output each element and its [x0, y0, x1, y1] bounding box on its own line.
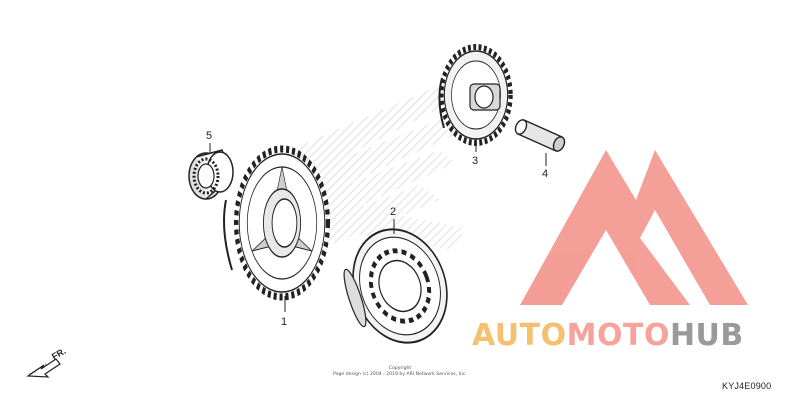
- callout-3: 3: [472, 155, 478, 167]
- watermark-part-2: MOTO: [566, 318, 670, 353]
- watermark-brand-text: AUTOMOTOHUB: [472, 318, 744, 353]
- callout-1: 1: [281, 316, 287, 328]
- copyright-notice: Copyright Page design (c) 2004 - 2019 by…: [300, 366, 500, 378]
- part-1-starter-driven-gear: [223, 145, 331, 301]
- leader-lines: [209, 138, 547, 312]
- watermark-triangle-logo: [520, 150, 748, 305]
- front-direction-label: FR.: [50, 346, 68, 362]
- background-wing-logo: [290, 85, 465, 250]
- part-4-idle-gear-shaft: [514, 119, 566, 152]
- part-5-needle-bearing: [188, 149, 234, 200]
- callout-5: 5: [206, 130, 212, 142]
- watermark-part-3: HUB: [669, 318, 744, 353]
- copyright-line-1: Copyright: [388, 366, 412, 371]
- copyright-line-2: Page design (c) 2004 - 2019 by ARI Netwo…: [333, 372, 467, 377]
- part-2-starter-one-way-clutch: [343, 228, 448, 344]
- callout-4: 4: [542, 168, 548, 180]
- part-3-starter-idle-gear: [438, 44, 513, 146]
- front-direction-arrow-icon: [26, 358, 61, 378]
- callout-2: 2: [390, 206, 396, 218]
- watermark-part-1: AUTO: [472, 318, 567, 353]
- diagram-code: KYJ4E0900: [722, 381, 772, 391]
